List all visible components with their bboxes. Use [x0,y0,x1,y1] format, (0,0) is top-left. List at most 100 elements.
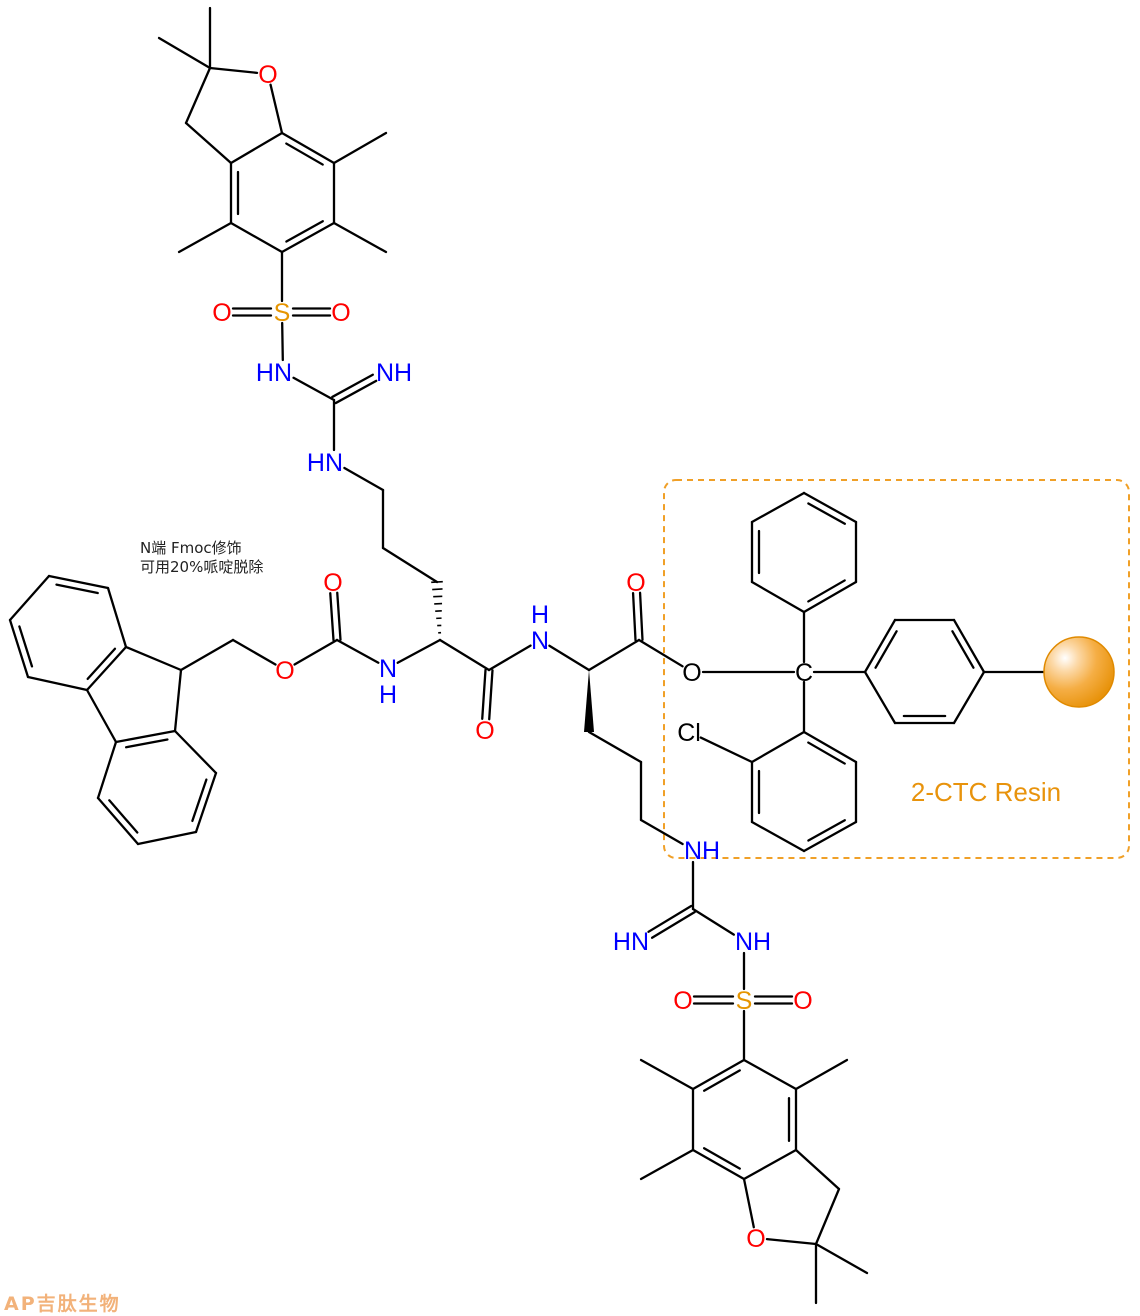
atom-label: O [323,569,342,597]
atom-label: O [682,659,701,687]
bond [19,626,32,666]
atom-label: C [795,659,813,687]
bond [816,1244,867,1273]
bond [10,576,49,620]
bond [752,582,804,612]
bond [179,223,231,252]
bond [282,223,334,252]
bond [186,123,231,163]
bond [767,1239,816,1244]
atom-label: O [258,61,277,89]
atom-label: N [531,627,549,655]
atom-label: O [746,1225,765,1253]
bond [744,1179,754,1227]
bond [589,640,639,670]
bond [337,593,340,640]
bond [865,620,895,672]
atom-label: H [379,681,397,709]
bond [489,646,531,670]
bond [693,1060,744,1089]
atom-label: O [212,299,231,327]
resin-label: 2-CTC Resin [911,777,1061,807]
bond [181,640,233,670]
bond [159,38,210,68]
bond [126,647,181,670]
bond [334,223,386,252]
resin-bead [1044,637,1114,707]
bond [752,493,804,522]
bond [175,670,181,731]
bond [804,582,856,612]
atom-label: O [793,987,812,1015]
wedge-bond [584,670,594,732]
hashed-bond-segment [432,589,442,590]
bonds [10,8,1044,1303]
bond [865,672,895,723]
bond [282,323,283,360]
bond [231,223,282,252]
atom-label: O [331,299,350,327]
bond [108,588,126,647]
bond [641,820,683,844]
bond [28,677,87,690]
bond [482,670,485,719]
bond [804,822,856,851]
bond [186,68,210,123]
bond [641,1060,693,1089]
bond [334,133,386,163]
bond [98,742,116,798]
bond [49,576,108,588]
bond [344,468,383,490]
bond [796,1060,847,1089]
bond [816,1189,839,1244]
bond [282,133,334,163]
bond [440,640,489,670]
bond [752,732,804,762]
bond [954,672,984,723]
bond [383,548,437,582]
atom-label: HN [613,928,649,956]
atom-label: NH [684,837,720,865]
bond [126,740,167,748]
atom-label: S [736,987,753,1015]
bond [639,640,683,666]
bond [56,585,97,593]
bond [954,620,984,672]
bond [192,780,206,821]
bond [489,670,492,719]
bond [175,731,216,773]
bond [330,593,333,640]
bond [589,732,641,762]
bond [633,593,635,640]
bond [693,909,734,935]
bond [701,738,752,762]
bond [271,85,282,133]
bond [231,133,282,163]
bond [744,1060,796,1089]
bond [295,640,337,665]
atom-label: NH [376,359,412,387]
annotation-deprotection: 可用20%哌啶脱除 [140,558,263,577]
bond [337,640,378,663]
atom-label: O [673,987,692,1015]
atom-label: S [274,299,291,327]
hashed-bond-segment [431,582,443,583]
bond [138,832,196,844]
atom-label: HN [307,449,343,477]
company-logo: AP吉肽生物 [4,1289,121,1316]
atom-label: HN [256,359,292,387]
atom-label: O [275,657,294,685]
bond [98,798,138,844]
atom-label: Cl [677,719,701,747]
bond [804,732,856,762]
bond [640,593,642,640]
atom-label: O [626,569,645,597]
bond [796,1150,839,1189]
bond [87,647,126,690]
bond [744,1150,796,1179]
bond [804,493,856,522]
bond [752,822,804,851]
bond [210,68,257,73]
bond [549,646,589,670]
